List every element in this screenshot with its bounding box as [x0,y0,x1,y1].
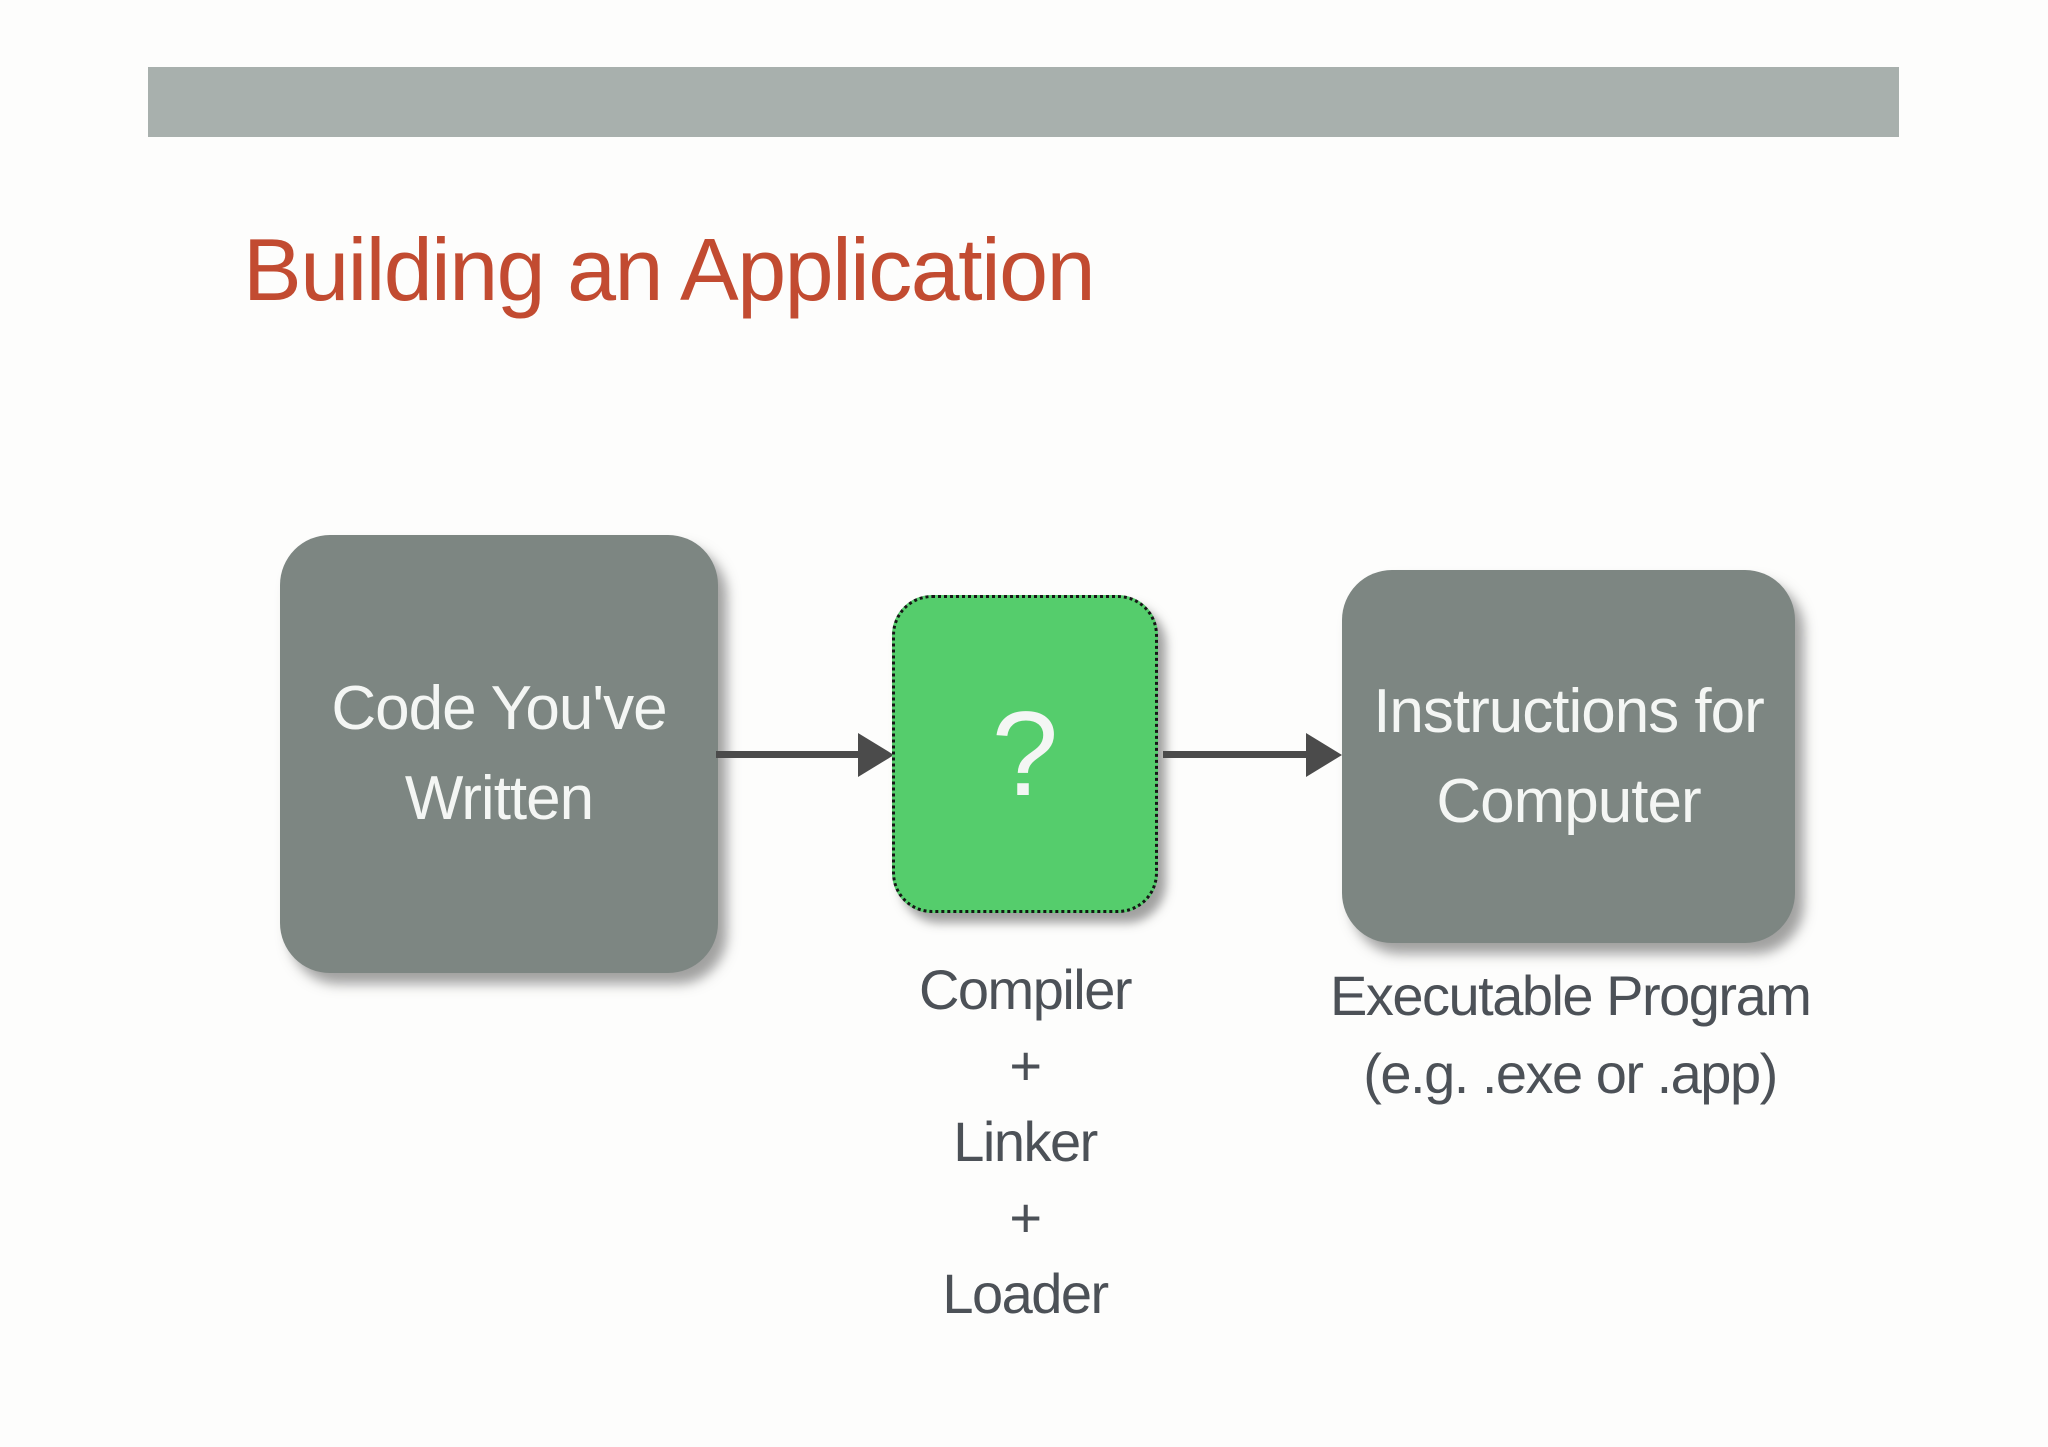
header-accent-bar [148,67,1899,137]
flow-arrow-source-to-transform [716,751,860,758]
node-instructions-for-computer: Instructions for Computer [1342,570,1795,943]
arrowhead-icon [858,732,894,777]
caption-line: (e.g. .exe or .app) [1363,1042,1778,1105]
node-question-box: ? [892,595,1158,913]
node-label-line: Computer [1436,766,1701,836]
arrowhead-icon [1306,732,1342,777]
node-label-line: Code You've [331,674,667,743]
flow-arrow-transform-to-result [1163,751,1308,758]
caption-compiler-linker-loader: Compiler + Linker + Loader [825,952,1225,1332]
node-label-line: Instructions for [1373,676,1765,746]
node-label-line: Written [404,764,594,833]
node-code-written: Code You've Written [280,535,718,973]
caption-line: Loader [942,1262,1109,1325]
slide-title: Building an Application [243,220,1096,319]
caption-line: Linker [953,1110,1098,1173]
caption-executable-program: Executable Program (e.g. .exe or .app) [1330,957,1812,1113]
caption-line: Executable Program [1330,964,1812,1027]
caption-line: + [1009,1034,1042,1097]
caption-line: + [1009,1186,1042,1249]
question-mark-label: ? [991,687,1059,821]
caption-line: Compiler [918,958,1133,1021]
